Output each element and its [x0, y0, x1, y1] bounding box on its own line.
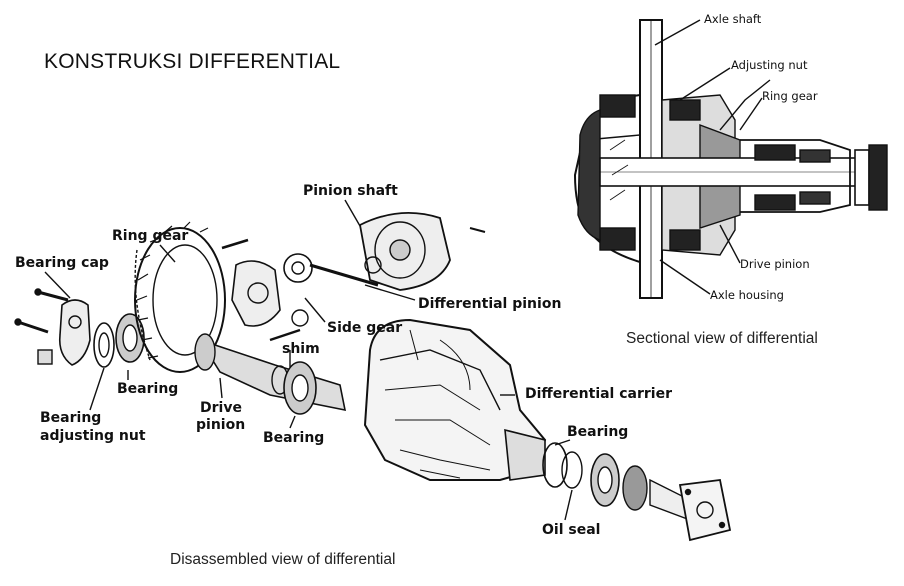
label-bearing-adjusting-nut-line1: Bearing — [40, 410, 102, 426]
label-oil-seal: Oil seal — [542, 522, 601, 538]
label-axle-housing: Axle housing — [710, 288, 784, 302]
label-ring-gear-sectional: Ring gear — [762, 89, 818, 103]
label-side-gear: Side gear — [327, 320, 403, 336]
caption-disassembled-view: Disassembled view of differential — [170, 551, 396, 568]
label-differential-carrier: Differential carrier — [525, 386, 672, 402]
label-shim: shim — [282, 341, 320, 357]
page-title: KONSTRUKSI DIFFERENTIAL — [44, 50, 341, 73]
label-drive-pinion-line2: pinion — [196, 417, 246, 433]
label-axle-shaft: Axle shaft — [704, 12, 762, 26]
label-pinion-shaft: Pinion shaft — [303, 183, 398, 199]
caption-sectional-view: Sectional view of differential — [626, 330, 818, 347]
label-differential-pinion: Differential pinion g — [418, 296, 564, 312]
label-bearing-cap: Bearing cap — [15, 255, 109, 271]
label-drive-pinion-line1: Drive — [200, 400, 242, 416]
label-bearing-adjusting-nut-line2: adjusting nut — [40, 428, 146, 444]
label-bearing-left: Bearing — [117, 381, 179, 397]
sectional-view-drawing — [573, 19, 888, 299]
label-bearing-mid: Bearing — [263, 430, 325, 446]
label-adjusting-nut: Adjusting nut — [731, 58, 808, 72]
label-drive-pinion-sectional: Drive pinion — [740, 257, 810, 271]
exploded-view-drawing — [14, 199, 732, 542]
label-bearing-right: Bearing — [567, 424, 629, 440]
label-ring-gear: Ring gear — [112, 228, 189, 244]
